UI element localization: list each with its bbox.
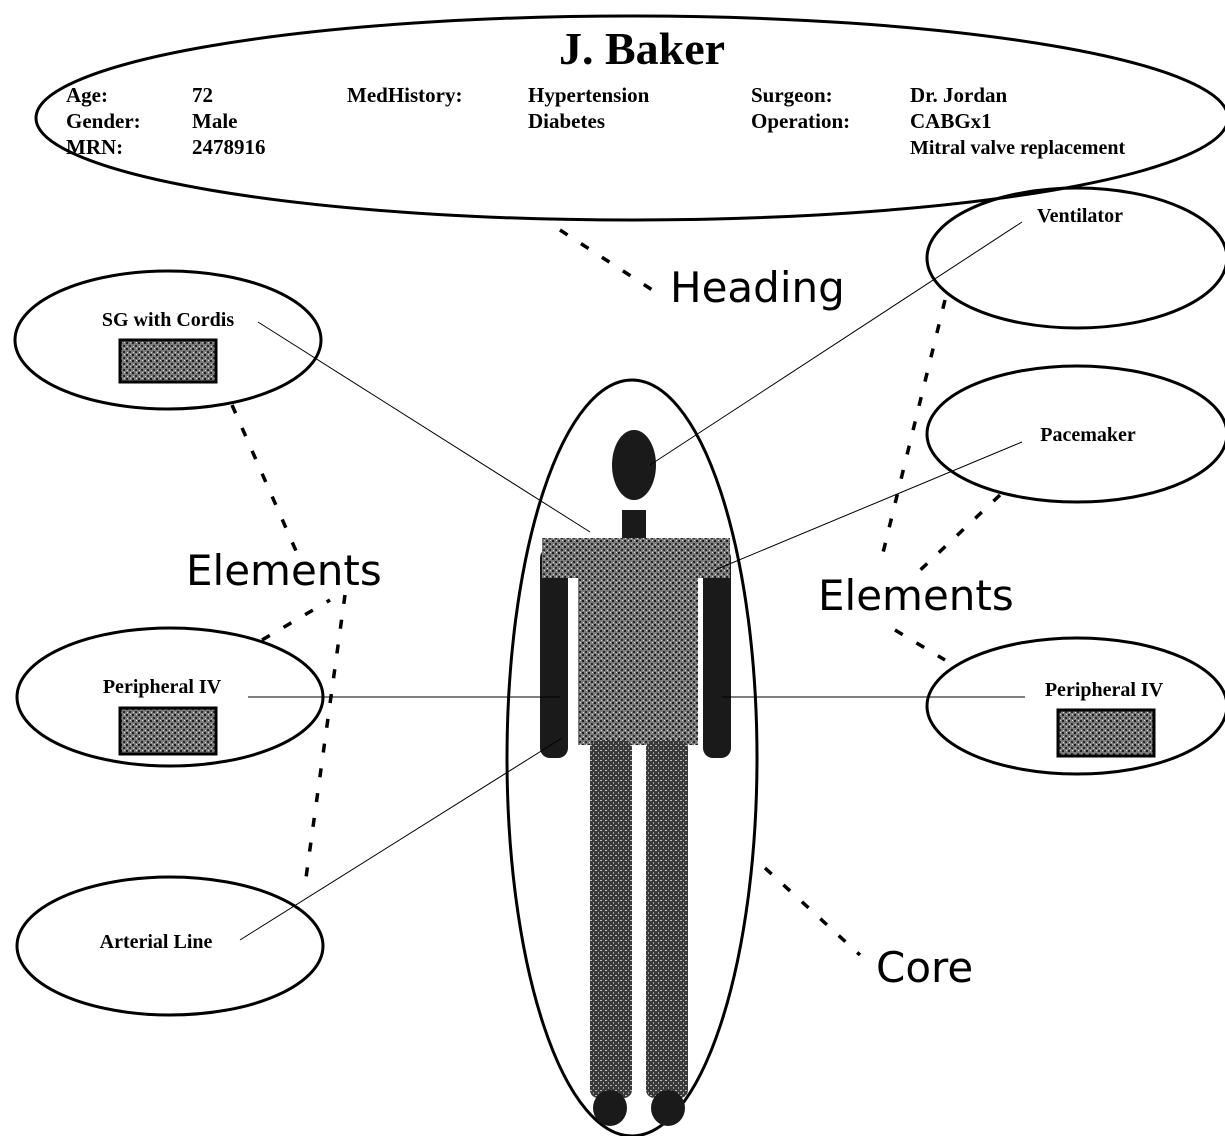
device-arterial-line[interactable]: Arterial Line xyxy=(17,877,323,1015)
sg-cordis-connector xyxy=(258,322,590,532)
ventilator-connector xyxy=(650,222,1022,465)
surgeon-label: Surgeon: xyxy=(751,83,833,107)
core-pointer xyxy=(765,868,860,955)
history-label: MedHistory: xyxy=(347,83,462,107)
device-peripheral-iv-right[interactable]: Peripheral IV xyxy=(927,638,1225,774)
surgeon-value: Dr. Jordan xyxy=(910,83,1008,107)
figure-hips xyxy=(580,690,690,740)
operation-label: Operation: xyxy=(751,109,850,133)
device-ventilator[interactable]: Ventilator xyxy=(927,188,1225,328)
gender-label: Gender: xyxy=(66,109,141,133)
patient-name: J. Baker xyxy=(559,23,725,74)
pacemaker-connector xyxy=(715,442,1022,570)
monitor-icon xyxy=(120,708,216,754)
operation-item-2: Mitral valve replacement xyxy=(910,137,1125,159)
figure-right-arm xyxy=(703,548,731,758)
mrn-value: 2478916 xyxy=(192,135,266,159)
figure-left-leg xyxy=(590,740,632,1098)
device-label: Pacemaker xyxy=(1040,424,1136,446)
elements-left-pointer-low xyxy=(305,595,345,885)
figure-neck xyxy=(622,510,646,540)
patient-figure xyxy=(540,430,731,1126)
gender-value: Male xyxy=(192,109,237,133)
history-item-1: Hypertension xyxy=(528,83,650,107)
age-value: 72 xyxy=(192,83,213,107)
figure-left-arm xyxy=(540,548,568,758)
device-label: SG with Cordis xyxy=(102,309,234,331)
figure-right-foot xyxy=(651,1090,685,1126)
arterial-line-connector xyxy=(240,738,562,940)
elements-right-pointer-low xyxy=(895,630,945,660)
device-label: Peripheral IV xyxy=(103,676,222,698)
device-pacemaker[interactable]: Pacemaker xyxy=(927,366,1225,502)
annotation-elements-right: Elements xyxy=(818,571,1014,620)
figure-head xyxy=(612,430,656,500)
elements-left-pointer-mid xyxy=(262,600,330,640)
device-sg-cordis[interactable]: SG with Cordis xyxy=(15,271,321,409)
heading-pointer xyxy=(560,230,660,295)
operation-item-1: CABGx1 xyxy=(910,109,992,133)
elements-right-pointer-pacemaker xyxy=(915,495,1000,575)
annotation-elements-left: Elements xyxy=(186,546,382,595)
monitor-icon xyxy=(120,340,216,382)
annotation-heading: Heading xyxy=(670,263,845,312)
elements-left-pointer-top xyxy=(232,405,300,560)
device-label: Peripheral IV xyxy=(1045,679,1164,701)
figure-left-foot xyxy=(593,1090,627,1126)
history-item-2: Diabetes xyxy=(528,109,605,133)
device-label: Ventilator xyxy=(1037,205,1123,227)
monitor-icon xyxy=(1058,710,1154,756)
elements-right-pointer-top xyxy=(880,300,945,565)
annotation-core: Core xyxy=(876,943,973,992)
figure-right-leg xyxy=(646,740,688,1098)
age-label: Age: xyxy=(66,83,108,107)
device-label: Arterial Line xyxy=(100,931,213,953)
mrn-label: MRN: xyxy=(66,135,123,159)
